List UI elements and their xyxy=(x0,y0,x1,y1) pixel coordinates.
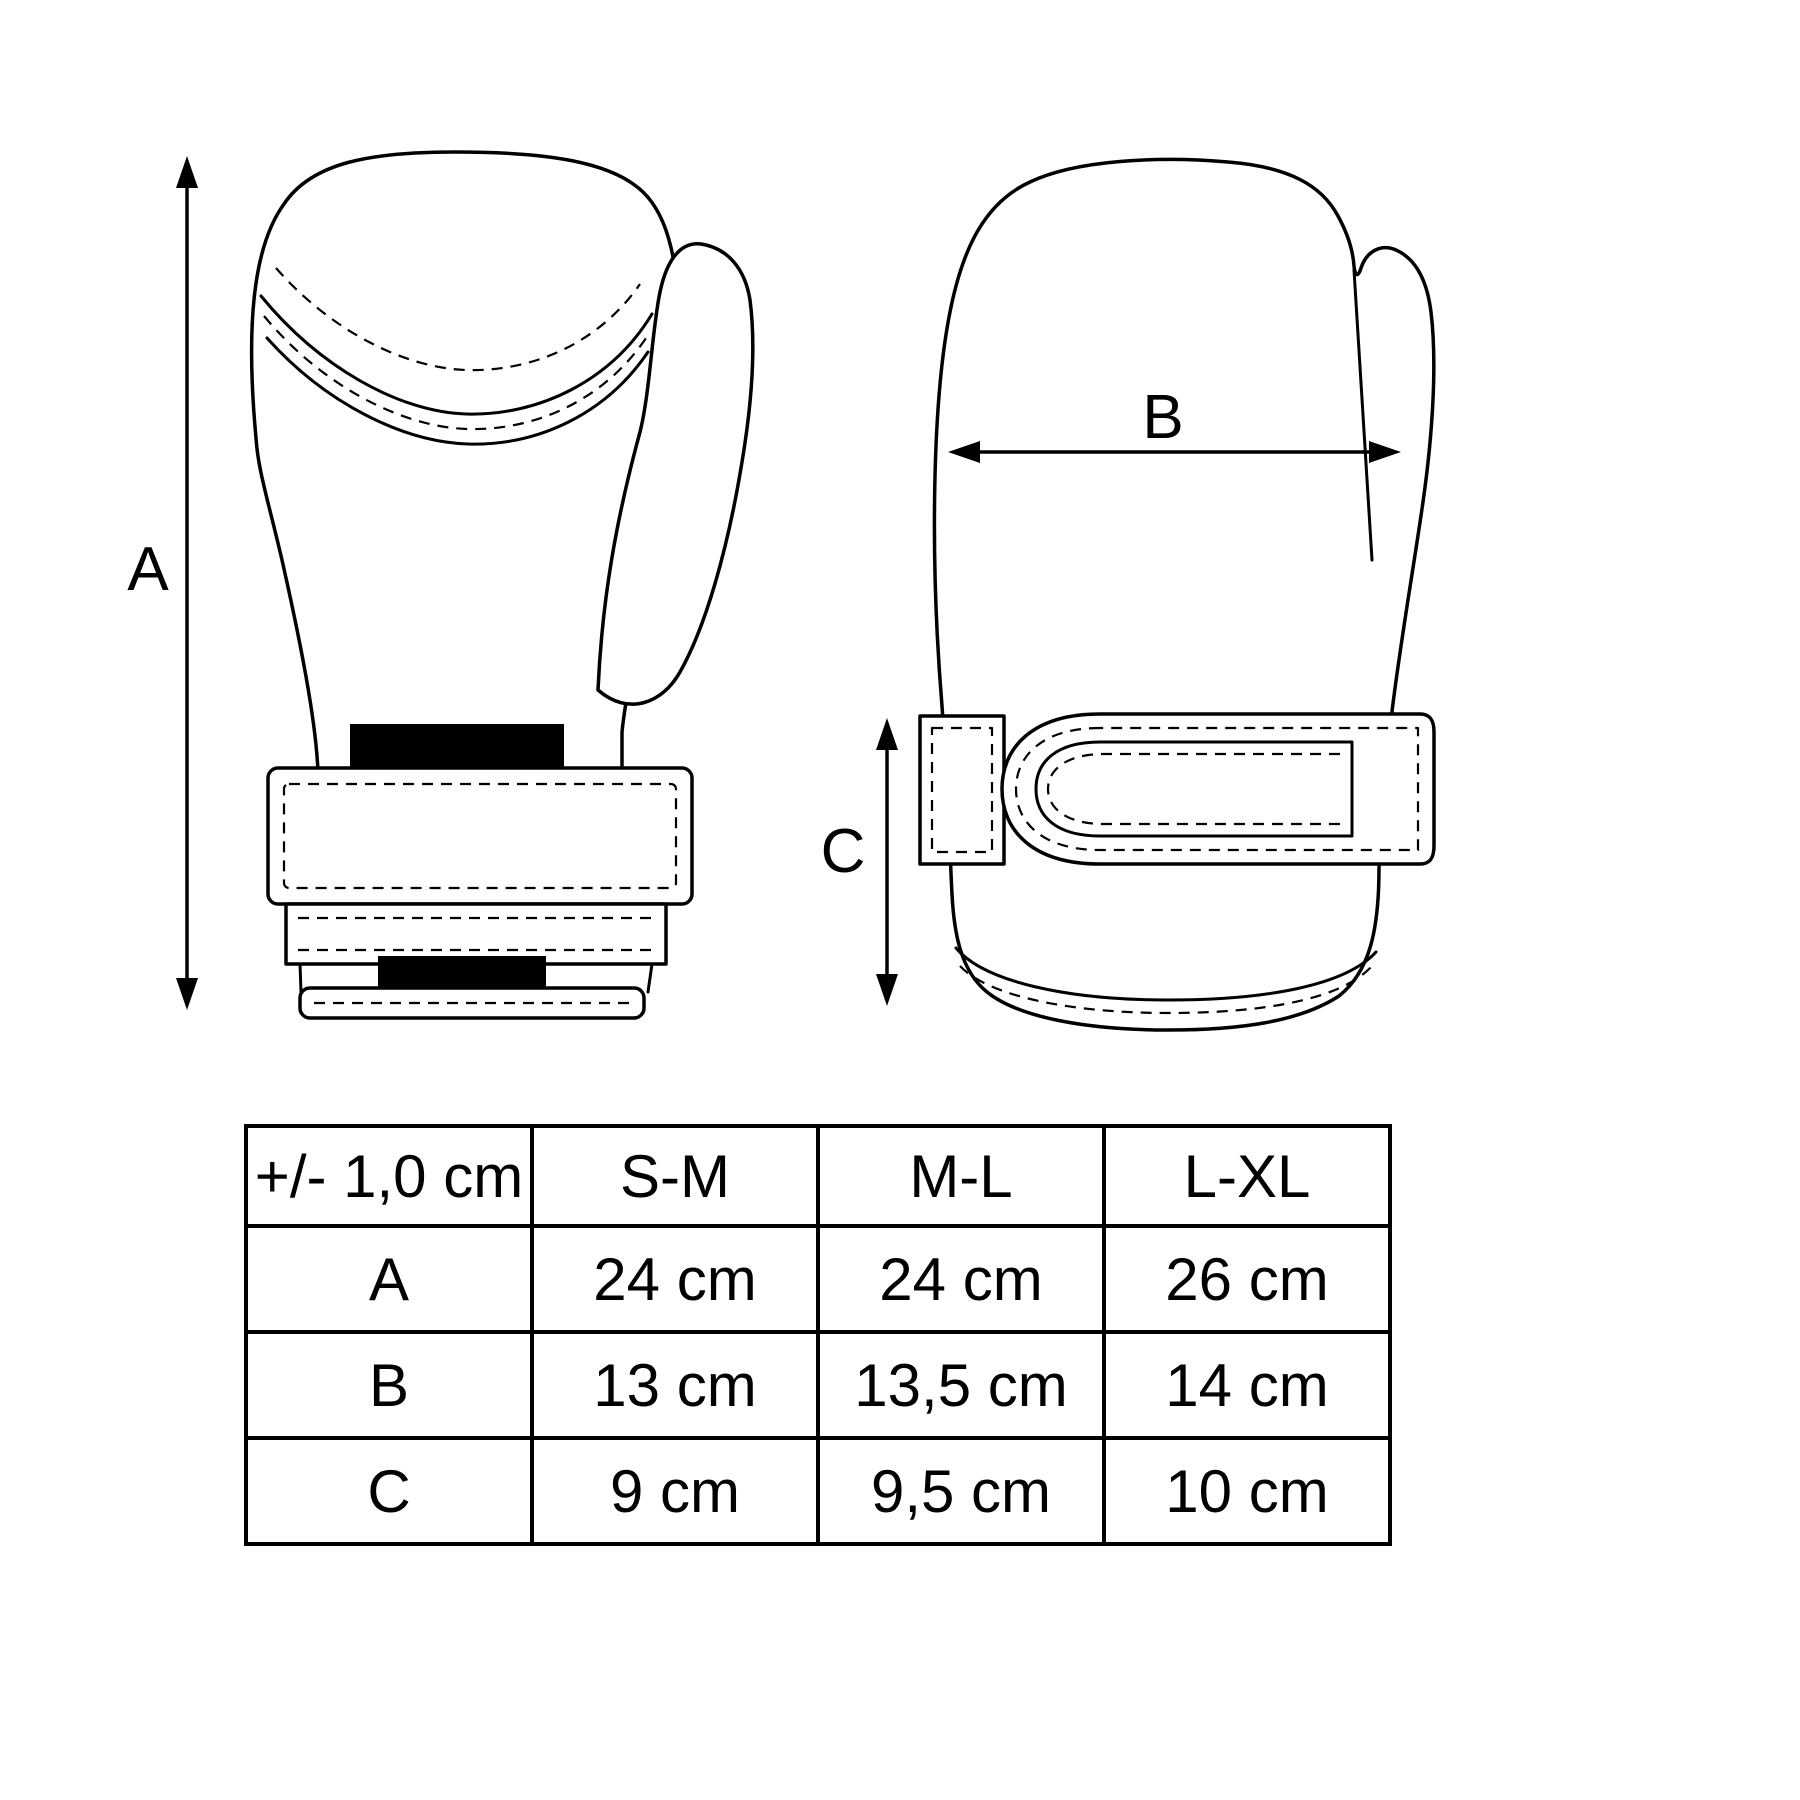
dimension-a: A xyxy=(127,156,198,1010)
glove-side-view xyxy=(918,157,1436,1032)
value-a-ml: 24 cm xyxy=(816,1224,1106,1334)
dimension-a-arrowhead-bottom xyxy=(176,978,198,1010)
glove-side-thumb-crease xyxy=(1352,268,1374,562)
glove-side-strap xyxy=(1000,712,1436,866)
dimension-c-arrowhead-bottom xyxy=(876,974,898,1006)
dimension-b-arrowhead-left xyxy=(948,441,980,463)
glove-side-body xyxy=(932,157,1436,1032)
value-a-sm: 24 cm xyxy=(530,1224,820,1334)
dimension-b-label: B xyxy=(1142,383,1183,452)
glove-front-opening-upper-edge xyxy=(259,294,654,416)
dimension-b: B xyxy=(948,383,1401,463)
column-header-lxl: L-XL xyxy=(1102,1124,1392,1228)
value-b-ml: 13,5 cm xyxy=(816,1330,1106,1440)
table-row-c: C 9 cm 9,5 cm 10 cm xyxy=(244,1436,1392,1546)
glove-front-elastic-band xyxy=(350,724,564,774)
table-row-b: B 13 cm 13,5 cm 14 cm xyxy=(244,1330,1392,1440)
glove-technical-drawing: A B C xyxy=(127,150,1436,1032)
value-a-lxl: 26 cm xyxy=(1102,1224,1392,1334)
value-c-sm: 9 cm xyxy=(530,1436,820,1546)
glove-front-wrist-strap-stitch xyxy=(282,782,678,890)
tolerance-cell: +/- 1,0 cm xyxy=(244,1124,534,1228)
size-table-container: +/- 1,0 cm S-M M-L L-XL A 24 cm 24 cm 26… xyxy=(244,1124,1392,1546)
dimension-c-label: C xyxy=(821,817,866,886)
value-b-sm: 13 cm xyxy=(530,1330,820,1440)
dimension-a-arrowhead-top xyxy=(176,156,198,188)
size-table-header-row: +/- 1,0 cm S-M M-L L-XL xyxy=(244,1124,1392,1228)
glove-front-thumb xyxy=(596,242,755,706)
dimension-a-label: A xyxy=(127,535,169,604)
column-header-ml: M-L xyxy=(816,1124,1106,1228)
glove-side-cuff-stitch xyxy=(959,965,1373,1015)
glove-front-opening-stitch xyxy=(263,315,651,431)
row-label-c: C xyxy=(244,1436,534,1546)
glove-side-strap-fold xyxy=(1034,740,1354,838)
table-row-a: A 24 cm 24 cm 26 cm xyxy=(244,1224,1392,1334)
glove-front-lower-strap xyxy=(284,902,668,966)
value-c-lxl: 10 cm xyxy=(1102,1436,1392,1546)
dimension-c-arrowhead-top xyxy=(876,718,898,750)
glove-front-cuff-left-edge xyxy=(298,962,303,994)
glove-side-cuff-edge xyxy=(954,946,1378,1002)
value-b-lxl: 14 cm xyxy=(1102,1330,1392,1440)
column-header-sm: S-M xyxy=(530,1124,820,1228)
glove-front-opening-lower-edge xyxy=(265,336,650,446)
glove-front-view xyxy=(249,150,755,1020)
glove-side-strap-fold-stitch xyxy=(1046,752,1340,826)
glove-front-cuff-right-edge xyxy=(646,962,654,994)
row-label-a: A xyxy=(244,1224,534,1334)
size-table: +/- 1,0 cm S-M M-L L-XL A 24 cm 24 cm 26… xyxy=(244,1124,1392,1546)
glove-side-strap-stitch xyxy=(1014,726,1420,852)
glove-front-wrist-strap xyxy=(266,766,694,906)
row-label-b: B xyxy=(244,1330,534,1440)
dimension-b-arrowhead-right xyxy=(1369,441,1401,463)
value-c-ml: 9,5 cm xyxy=(816,1436,1106,1546)
dimension-c: C xyxy=(821,718,898,1006)
glove-side-strap-tab-stitch xyxy=(930,726,994,854)
